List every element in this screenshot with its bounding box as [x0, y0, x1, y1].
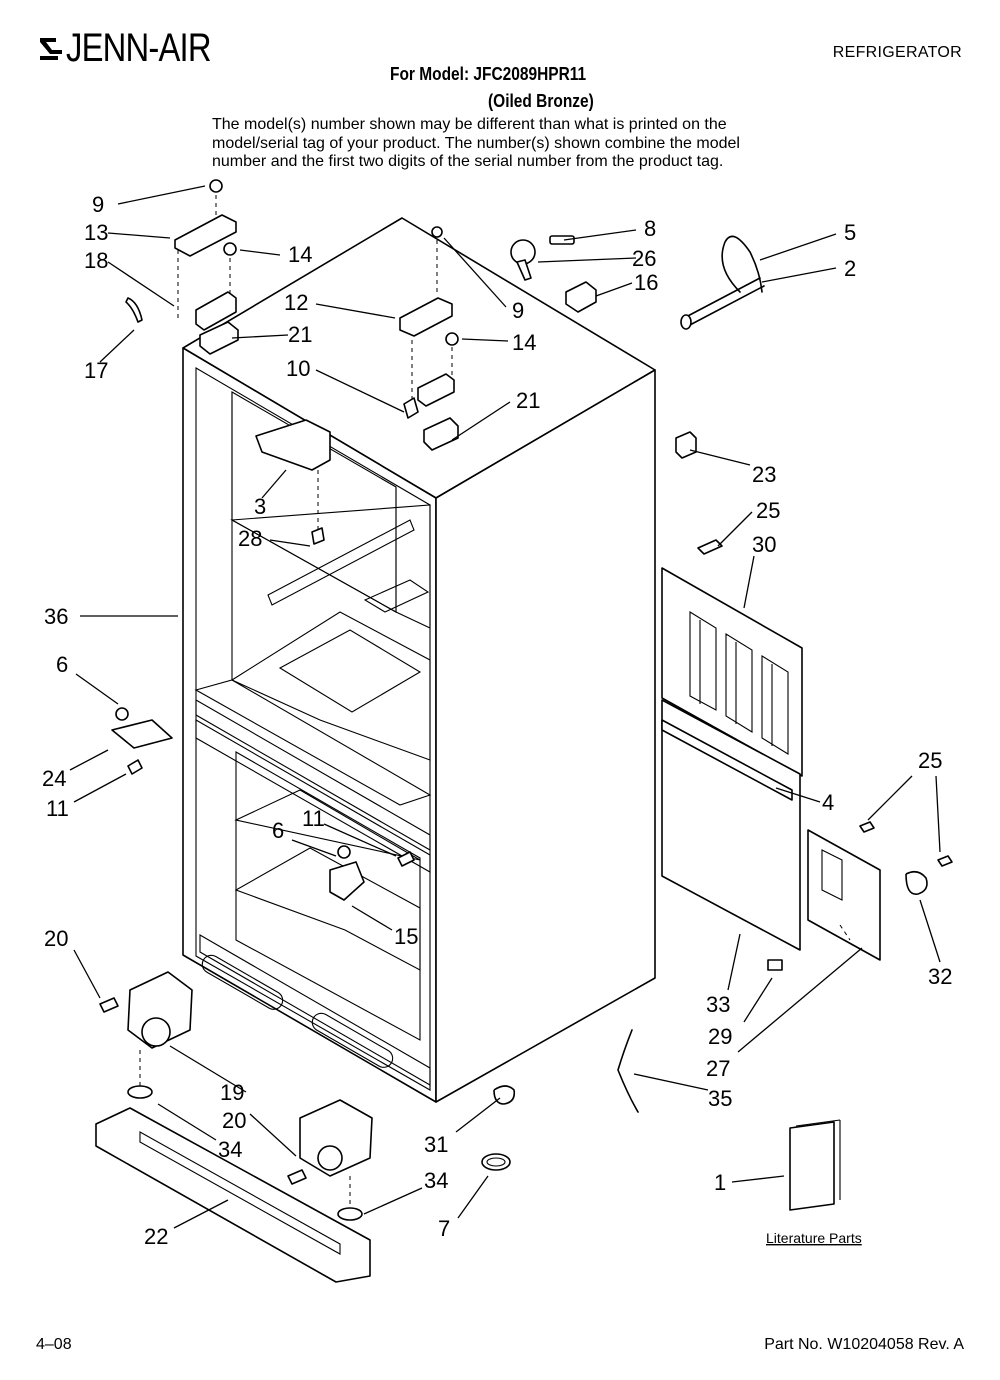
callout-28: 28	[238, 526, 262, 551]
callout-35: 35	[708, 1086, 732, 1111]
callout-9: 9	[92, 192, 104, 217]
callout-14: 14	[512, 330, 536, 355]
callout-16: 16	[634, 270, 658, 295]
model-title: For Model: JFC2089HPR11	[390, 64, 587, 84]
literature-booklet	[789, 1119, 841, 1211]
callout-25: 25	[756, 498, 780, 523]
callout-4: 4	[822, 790, 834, 815]
callout-24: 24	[42, 766, 66, 791]
callout-32: 32	[928, 964, 952, 989]
part-number: Part No. W10204058 Rev. A	[764, 1336, 964, 1353]
model-finish: (Oiled Bronze)	[488, 91, 594, 111]
base-and-rollers	[95, 971, 516, 1283]
callout-20: 20	[44, 926, 68, 951]
callout-29: 29	[708, 1024, 732, 1049]
lower-panel	[617, 699, 953, 1113]
callout-27: 27	[706, 1056, 730, 1081]
brand-logo: JENN-AIR	[38, 28, 242, 68]
callout-11: 11	[302, 806, 325, 831]
callout-1: 1	[714, 1170, 726, 1195]
refrigerator-cabinet	[182, 217, 656, 1103]
callout-25: 25	[918, 748, 942, 773]
callout-leader-lines	[69, 185, 941, 1229]
callout-17: 17	[84, 358, 108, 383]
revision-date: 4–08	[36, 1336, 72, 1353]
callout-26: 26	[632, 246, 656, 271]
interior-parts	[111, 419, 415, 901]
callout-6: 6	[272, 818, 284, 843]
callout-8: 8	[644, 216, 656, 241]
callout-20: 20	[222, 1108, 246, 1133]
top-left-hinge	[125, 179, 239, 355]
callout-31: 31	[424, 1132, 448, 1157]
jenn-air-logo-icon	[40, 38, 62, 60]
callout-10: 10	[286, 356, 310, 381]
top-center-hinge	[399, 226, 459, 451]
appliance-category: REFRIGERATOR	[832, 44, 962, 61]
callout-22: 22	[144, 1224, 168, 1249]
callout-6: 6	[56, 652, 68, 677]
callout-30: 30	[752, 532, 776, 557]
callout-13: 13	[84, 220, 108, 245]
callout-9: 9	[512, 298, 524, 323]
callout-18: 18	[84, 248, 108, 273]
callout-34: 34	[424, 1168, 448, 1193]
callout-21: 21	[288, 322, 312, 347]
callout-19: 19	[220, 1080, 244, 1105]
model-number-note: The model(s) number shown may be differe…	[212, 116, 740, 170]
callout-34: 34	[218, 1137, 242, 1162]
top-right-parts	[510, 235, 765, 459]
brand-name: JENN-AIR	[66, 26, 212, 70]
rear-access-panel	[661, 539, 803, 777]
callout-2: 2	[844, 256, 856, 281]
callout-36: 36	[44, 604, 68, 629]
callout-3: 3	[254, 494, 266, 519]
callout-7: 7	[438, 1216, 450, 1241]
callout-12: 12	[284, 290, 308, 315]
callout-14: 14	[288, 242, 312, 267]
callout-15: 15	[394, 924, 418, 949]
callout-21: 21	[516, 388, 540, 413]
callout-33: 33	[706, 992, 730, 1017]
callout-23: 23	[752, 462, 776, 487]
callout-11: 11	[46, 796, 69, 821]
callout-5: 5	[844, 220, 856, 245]
literature-parts-label: Literature Parts	[766, 1230, 862, 1246]
